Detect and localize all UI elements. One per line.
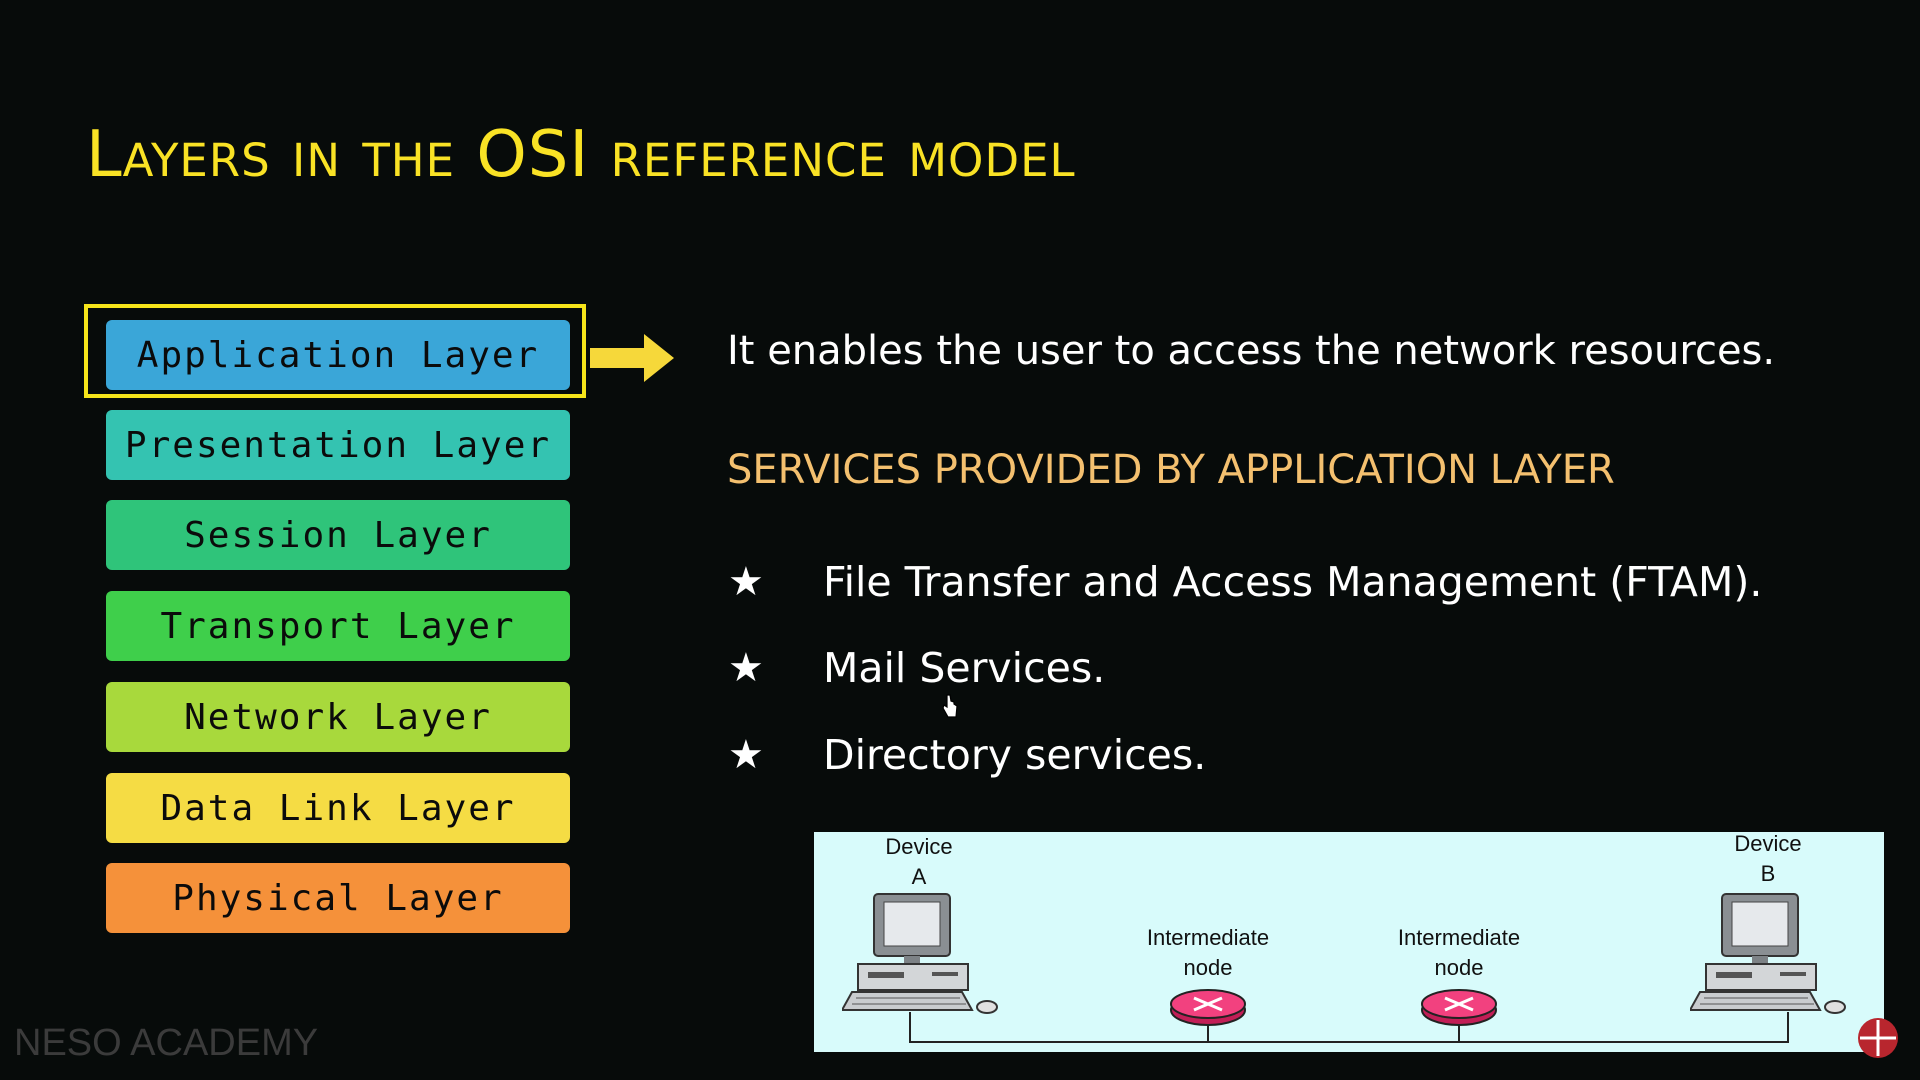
service-item: ★ File Transfer and Access Management (F…	[728, 558, 1762, 606]
service-label: File Transfer and Access Management (FTA…	[823, 558, 1763, 606]
layer-presentation: Presentation Layer	[106, 410, 570, 480]
router-icon	[1421, 989, 1497, 1026]
service-label: Mail Services.	[823, 644, 1106, 692]
layer-label: Physical Layer	[172, 877, 504, 919]
layer-label: Session Layer	[184, 514, 492, 556]
star-icon: ★	[728, 732, 764, 778]
node-label-line: Intermediate	[1146, 925, 1270, 950]
device-a-label: Device A	[864, 832, 974, 892]
node-label-line: node	[1183, 955, 1233, 980]
layer-application: Application Layer	[106, 320, 570, 390]
network-diagram: Device A Device B Intermediate node Inte…	[814, 829, 1884, 1052]
application-layer-highlight	[84, 304, 586, 398]
layer-label: Presentation Layer	[124, 424, 552, 466]
service-label: Directory services.	[823, 731, 1207, 779]
computer-icon	[1690, 893, 1846, 1014]
intermediate-node-label: Intermediate node	[1379, 923, 1539, 983]
slide-title: Layers in the OSI reference model	[86, 118, 1076, 192]
device-b-label: Device B	[1713, 829, 1823, 889]
device-b-label-line: Device	[1734, 831, 1802, 856]
arrow-right-icon	[590, 334, 674, 382]
layer-session: Session Layer	[106, 500, 570, 570]
intermediate-node-label: Intermediate node	[1128, 923, 1288, 983]
layer-label: Network Layer	[184, 696, 492, 738]
star-icon: ★	[728, 559, 764, 605]
layer-label: Data Link Layer	[160, 787, 516, 829]
hand-cursor-icon	[942, 694, 958, 718]
channel-logo-icon	[1858, 1018, 1898, 1058]
service-item: ★ Directory services.	[728, 731, 1206, 779]
node-label-line: Intermediate	[1397, 925, 1521, 950]
layer-transport: Transport Layer	[106, 591, 570, 661]
layer-label: Transport Layer	[160, 605, 516, 647]
watermark: NESO ACADEMY	[14, 1022, 319, 1064]
layer-physical: Physical Layer	[106, 863, 570, 933]
device-b-label-line: B	[1760, 861, 1776, 886]
layer-data-link: Data Link Layer	[106, 773, 570, 843]
services-heading: SERVICES PROVIDED BY APPLICATION LAYER	[727, 447, 1615, 493]
star-icon: ★	[728, 645, 764, 691]
node-label-line: node	[1434, 955, 1484, 980]
device-a-label-line: Device	[885, 834, 953, 859]
device-a-label-line: A	[911, 864, 927, 889]
service-item: ★ Mail Services.	[728, 644, 1105, 692]
layer-network: Network Layer	[106, 682, 570, 752]
computer-icon	[842, 893, 998, 1014]
layer-label: Application Layer	[136, 334, 540, 376]
router-icon	[1170, 989, 1246, 1026]
layer-description: It enables the user to access the networ…	[727, 328, 1776, 374]
